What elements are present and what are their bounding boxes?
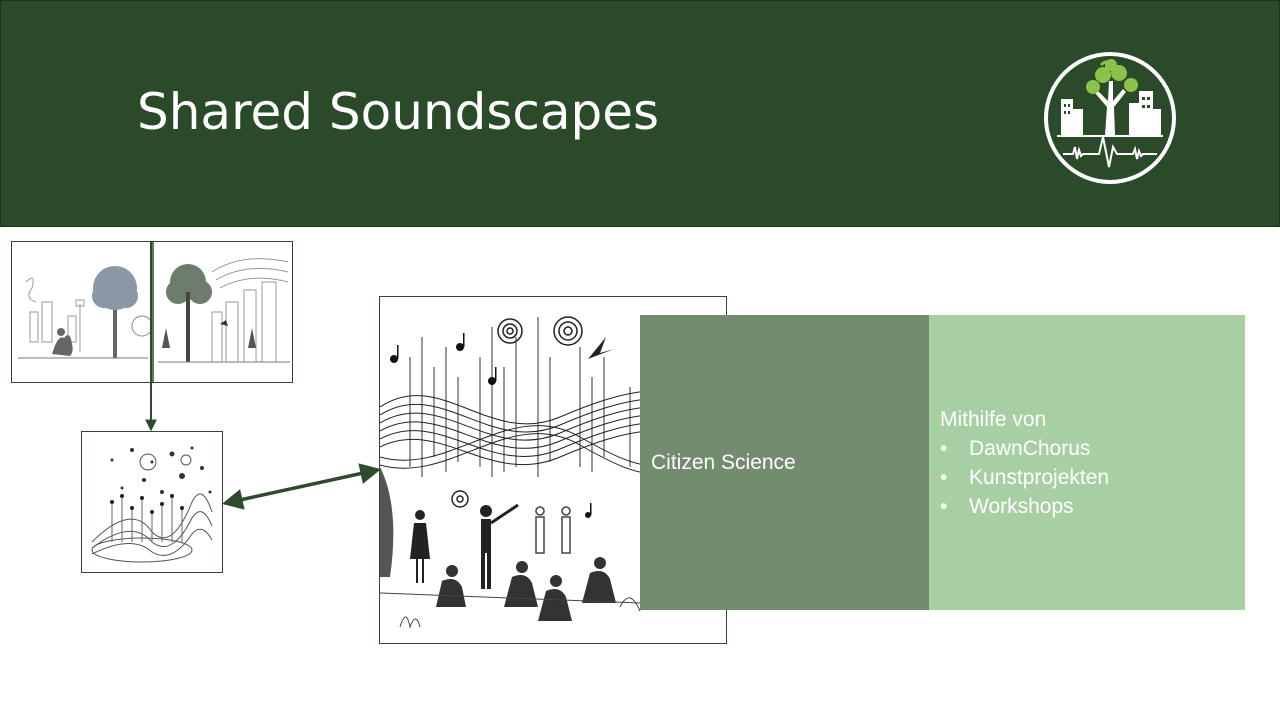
tree-city-logo-icon	[1044, 52, 1176, 184]
slide-title: Shared Soundscapes	[137, 83, 660, 141]
list-item-kunstprojekten: Kunstprojekten	[940, 463, 1245, 492]
slide-header: Shared Soundscapes	[0, 0, 1280, 227]
methods-intro: Mithilfe von	[940, 407, 1047, 431]
double-headed-arrow	[221, 463, 382, 510]
list-item-dawnchorus: DawnChorus	[940, 434, 1245, 463]
methods-list: DawnChorus Kunstprojekten Workshops	[940, 434, 1245, 521]
list-item-workshops: Workshops	[940, 492, 1245, 521]
citizen-science-label: Citizen Science	[651, 450, 796, 474]
citizen-science-box: Citizen Science	[640, 315, 930, 610]
abstract-sound-data-image	[81, 431, 223, 573]
landscape-sketches-image	[11, 241, 293, 383]
methods-list-box: Mithilfe von DawnChorus Kunstprojekten W…	[929, 315, 1245, 610]
